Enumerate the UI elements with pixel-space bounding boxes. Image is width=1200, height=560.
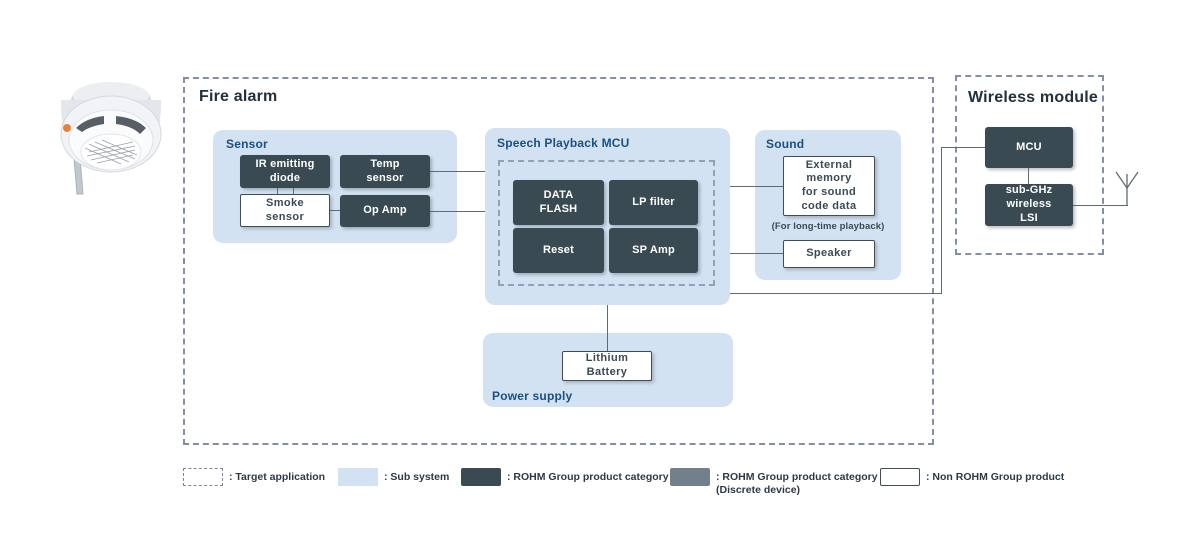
data-flash-box: DATA FLASH xyxy=(513,180,604,225)
legend-discrete-swatch xyxy=(670,468,710,486)
speech-playback-mcu-label: Speech Playback MCU xyxy=(497,136,630,150)
legend-discrete-label: : ROHM Group product category(Discrete d… xyxy=(716,471,878,497)
connector xyxy=(430,211,485,212)
smoke-detector-illustration xyxy=(60,82,162,195)
temp-sensor-box: Temp sensor xyxy=(340,155,430,188)
smoke-sensor-box: Smoke sensor xyxy=(240,194,330,227)
fire-alarm-frame xyxy=(183,77,934,445)
external-memory-box: External memory for sound code data xyxy=(783,156,875,216)
connector xyxy=(730,253,783,254)
ir-emitting-diode-box: IR emitting diode xyxy=(240,155,330,188)
speech-mcu-inner-frame xyxy=(498,160,715,286)
legend-target-application: : Target application xyxy=(183,468,325,486)
sound-label: Sound xyxy=(766,137,805,151)
connector xyxy=(730,293,941,294)
reset-box: Reset xyxy=(513,228,604,273)
op-amp-box: Op Amp xyxy=(340,195,430,227)
detector-led xyxy=(63,124,71,132)
legend-rohm-discrete: : ROHM Group product category(Discrete d… xyxy=(670,468,878,497)
antenna-icon xyxy=(1115,171,1139,206)
legend-non-rohm: : Non ROHM Group product xyxy=(880,468,1064,486)
lithium-battery-box: Lithium Battery xyxy=(562,351,652,381)
external-memory-note: (For long-time playback) xyxy=(771,221,885,232)
power-supply-label: Power supply xyxy=(492,389,573,403)
legend-non-rohm-label: : Non ROHM Group product xyxy=(926,471,1065,483)
connector xyxy=(293,188,294,194)
connector xyxy=(277,188,278,194)
legend-rohm-product: : ROHM Group product category xyxy=(461,468,669,486)
sub-ghz-wireless-lsi-box: sub-GHz wireless LSI xyxy=(985,184,1073,226)
wireless-module-frame xyxy=(955,75,1104,255)
legend-target-swatch xyxy=(183,468,223,486)
legend-sub-system: : Sub system xyxy=(338,468,449,486)
legend-subsystem-label: : Sub system xyxy=(384,471,450,483)
legend-subsystem-swatch xyxy=(338,468,378,486)
sensor-label: Sensor xyxy=(226,137,268,151)
connector xyxy=(1073,205,1128,206)
connector xyxy=(730,186,783,187)
sp-amp-box: SP Amp xyxy=(609,228,698,273)
connector xyxy=(430,171,485,172)
legend-rohm-swatch xyxy=(461,468,501,486)
connector xyxy=(941,147,942,294)
legend-target-label: : Target application xyxy=(229,471,326,483)
speaker-box: Speaker xyxy=(783,240,875,268)
connector xyxy=(330,210,340,211)
connector xyxy=(607,305,608,351)
connector xyxy=(941,147,985,148)
legend-rohm-label: : ROHM Group product category xyxy=(507,471,669,483)
lp-filter-box: LP filter xyxy=(609,180,698,225)
wireless-mcu-box: MCU xyxy=(985,127,1073,168)
legend-non-rohm-swatch xyxy=(880,468,920,486)
connector xyxy=(1028,168,1029,184)
wireless-module-title: Wireless module xyxy=(968,89,1099,106)
fire-alarm-title: Fire alarm xyxy=(199,88,278,105)
